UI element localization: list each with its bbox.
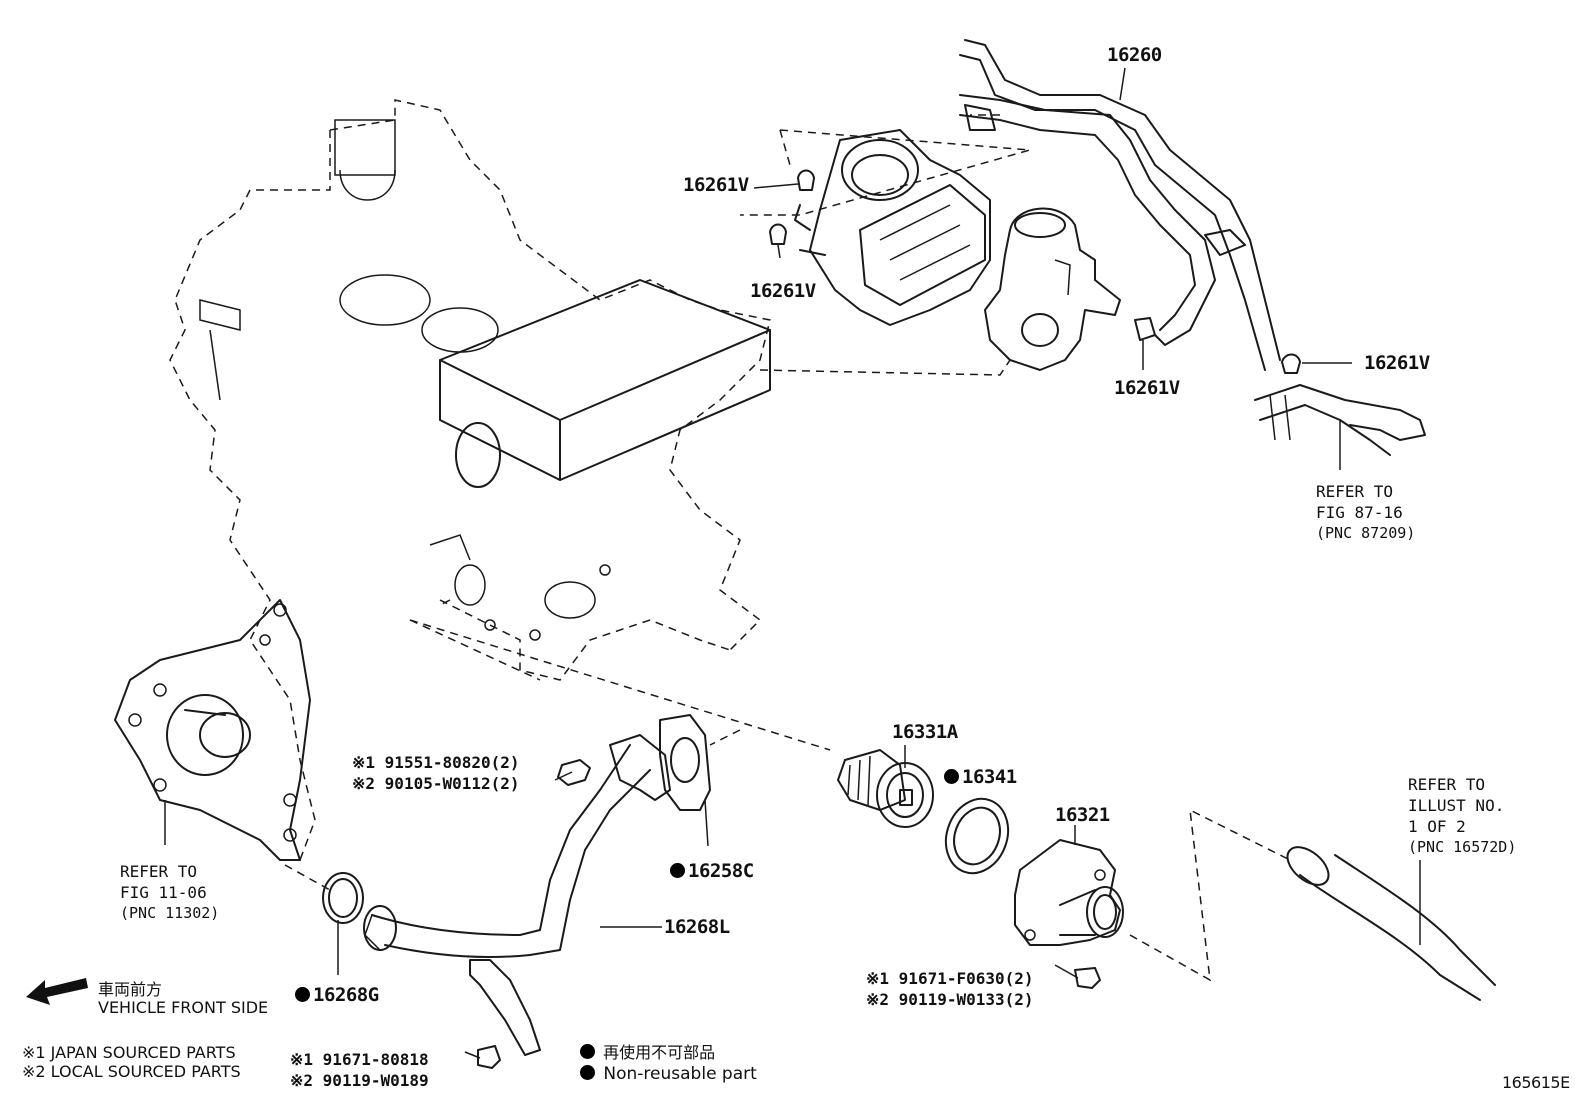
front-arrow-icon	[26, 978, 88, 1005]
label-16331a: 16331A	[892, 721, 958, 743]
ref-fig-11-06: REFER TO FIG 11-06 (PNC 11302)	[120, 862, 220, 922]
bolt-numbers-pipe: ※1 91551-80820(2) ※2 90105-W0112(2)	[352, 753, 520, 793]
o-ring	[322, 872, 364, 924]
water-inlet-pipe	[363, 734, 671, 1056]
nonreusable-dot-icon	[580, 1044, 595, 1059]
radiator-hose	[1286, 846, 1496, 1001]
throttle-body	[794, 129, 991, 326]
bolt-numbers-bracket: ※1 91671-80818 ※2 90119-W0189	[290, 1050, 429, 1090]
label-16261v-right: 16261V	[1364, 352, 1430, 374]
nonreusable-note-jp: 再使用不可部品	[580, 1039, 715, 1063]
nonreusable-dot-icon	[295, 987, 310, 1002]
bolts	[464, 759, 1101, 1069]
leader-lines	[337, 67, 1421, 975]
drawing-number: 165615E	[1502, 1073, 1570, 1092]
label-16268g: 16268G	[295, 984, 379, 1006]
label-16261v-mid: 16261V	[750, 280, 816, 302]
label-16321: 16321	[1055, 804, 1110, 826]
ref-illust-1-of-2: REFER TO ILLUST NO. 1 OF 2 (PNC 16572D)	[1408, 775, 1517, 856]
nonreusable-note-en: Non-reusable part	[580, 1064, 757, 1084]
japan-sourced-note: ※1 JAPAN SOURCED PARTS	[22, 1043, 236, 1062]
label-16260: 16260	[1107, 44, 1162, 66]
nonreusable-dot-icon	[944, 769, 959, 784]
vehicle-front-jp: 車両前方	[98, 980, 163, 999]
label-16268l: 16268L	[664, 916, 730, 938]
bypass-hose	[959, 39, 1281, 371]
nonreusable-dot-icon	[580, 1065, 595, 1080]
label-16261v-lower: 16261V	[1114, 377, 1180, 399]
thermostat-gasket	[944, 797, 1010, 875]
pipe-gasket	[659, 714, 711, 811]
water-inlet	[1014, 839, 1124, 946]
label-16261v-top: 16261V	[683, 174, 749, 196]
hose-clamps	[769, 169, 1301, 374]
heater-pipe	[1254, 384, 1426, 470]
nonreusable-dot-icon	[670, 863, 685, 878]
ref-fig-87-16: REFER TO FIG 87-16 (PNC 87209)	[1316, 482, 1416, 542]
vehicle-front-en: VEHICLE FRONT SIDE	[98, 998, 269, 1017]
engine-block-outline	[169, 99, 771, 861]
bolt-numbers-inlet: ※1 91671-F0630(2) ※2 90119-W0133(2)	[866, 969, 1034, 1009]
local-sourced-note: ※2 LOCAL SOURCED PARTS	[22, 1062, 241, 1081]
valve-assembly	[984, 207, 1121, 371]
thermostat	[837, 749, 934, 828]
water-pump-housing	[114, 599, 311, 861]
dashed-leaders	[284, 114, 1291, 982]
label-16341: 16341	[944, 766, 1017, 788]
label-16258c: 16258C	[670, 860, 754, 882]
